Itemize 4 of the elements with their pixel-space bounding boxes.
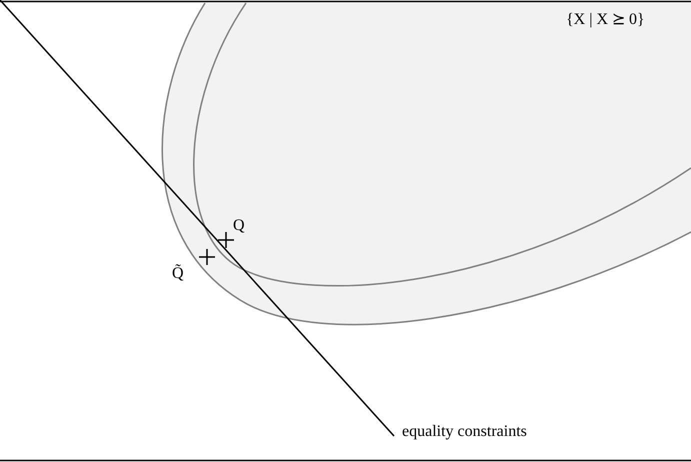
- math-label: Q̃: [172, 266, 184, 282]
- math-label: equality constraints: [402, 424, 527, 440]
- math-label: Q: [233, 218, 245, 234]
- math-label: {X | X ⪰ 0}: [566, 12, 645, 28]
